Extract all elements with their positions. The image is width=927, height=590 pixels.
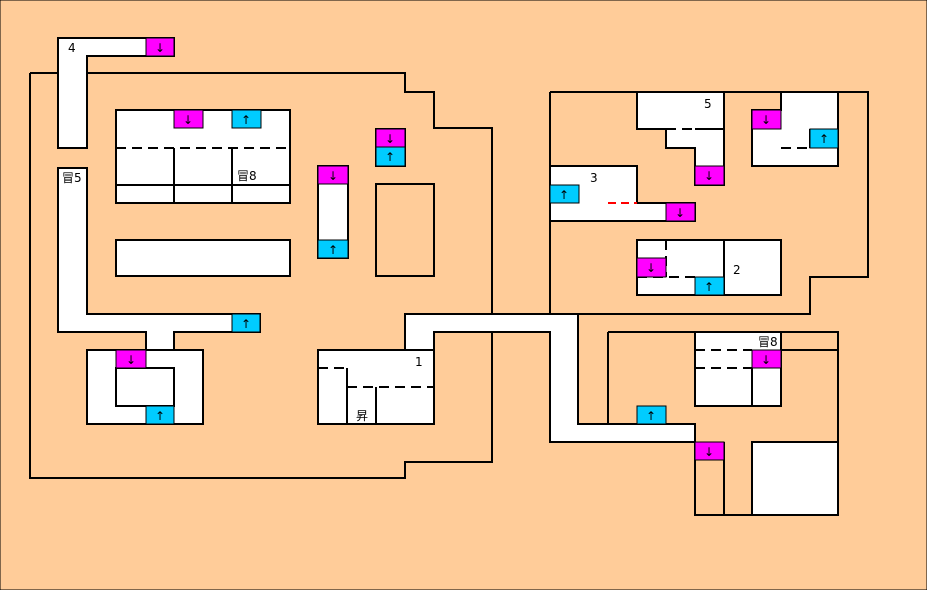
down-arrow-icon: ↓: [183, 113, 193, 127]
up-arrow-icon: ↑: [559, 188, 569, 202]
up-arrow-icon: ↑: [241, 113, 251, 127]
stairs-down-ne-small[interactable]: [751, 109, 782, 130]
up-arrow-icon: ↑: [241, 317, 251, 331]
stairs-up-ne-small[interactable]: [809, 128, 839, 149]
southeast-wall-east: [694, 349, 839, 516]
stairs-down-group: [115, 37, 782, 461]
stairs-down-ring-room[interactable]: [115, 349, 147, 369]
up-arrow-icon: ↑: [704, 280, 714, 294]
ring-room-inner: [115, 367, 175, 407]
inner-holes: [115, 183, 435, 407]
stairs-down-east-room[interactable]: [751, 349, 782, 369]
label-area-4: 4: [68, 41, 76, 55]
stairs-down-area4[interactable]: [145, 37, 175, 57]
stairs-down-area3[interactable]: [665, 202, 696, 222]
up-arrow-icon: ↑: [328, 243, 338, 257]
down-arrow-icon: ↓: [646, 261, 656, 275]
down-arrow-icon: ↓: [761, 113, 771, 127]
down-arrow-icon: ↓: [155, 41, 165, 55]
southeast-complex-wall: [608, 331, 839, 350]
up-arrow-icon: ↑: [646, 409, 656, 423]
floor-areas: [57, 37, 839, 516]
label-area-2: 2: [733, 263, 741, 277]
room-area-5: [636, 91, 725, 186]
stairs-up-group: [145, 109, 839, 425]
down-arrow-icon: ↓: [385, 132, 395, 146]
down-arrow-icon: ↓: [761, 353, 771, 367]
stairs-up-central-corridor[interactable]: [636, 405, 667, 425]
room-west-long: [115, 239, 291, 277]
up-arrow-icon: ↑: [385, 150, 395, 164]
inner-room-peach: [375, 183, 435, 277]
stairs-down-narrow-room[interactable]: [317, 165, 349, 185]
stairs-down-area5[interactable]: [694, 165, 725, 186]
down-arrow-icon: ↓: [704, 445, 714, 459]
room-southeast-large: [751, 441, 839, 516]
stairs-up-area2[interactable]: [694, 276, 725, 296]
stairs-down-southeast[interactable]: [694, 441, 725, 461]
stairs-up-west-corridor[interactable]: [231, 313, 261, 333]
down-arrow-icon: ↓: [126, 353, 136, 367]
label-rise: 昇: [356, 409, 368, 423]
arrow-glyphs: ↓ ↓ ↓ ↓ ↓ ↓ ↓ ↓ ↓ ↓ ↓ ↑ ↑ ↑ ↑ ↑ ↑ ↑ ↑ ↑: [126, 41, 829, 459]
up-arrow-icon: ↑: [155, 409, 165, 423]
stairs-up-narrow-room[interactable]: [317, 239, 349, 259]
label-treasure-5: 冒5: [62, 171, 82, 185]
label-treasure-8-west: 冒8: [237, 169, 257, 183]
stairs-up-ring-room[interactable]: [145, 405, 175, 425]
stairs-down-nw-block[interactable]: [173, 109, 204, 129]
label-treasure-8-east: 冒8: [758, 335, 778, 349]
stairs-up-stair-column[interactable]: [375, 146, 406, 167]
down-arrow-icon: ↓: [704, 169, 714, 183]
stairs-up-area3[interactable]: [549, 184, 580, 204]
room-east-treasure: [694, 331, 782, 407]
stairs-down-area2[interactable]: [636, 257, 667, 278]
down-arrow-icon: ↓: [328, 169, 338, 183]
label-area-3: 3: [590, 171, 598, 185]
label-area-5: 5: [704, 97, 712, 111]
west-complex-wall: [29, 72, 493, 479]
down-arrow-icon: ↓: [675, 206, 685, 220]
up-arrow-icon: ↑: [819, 132, 829, 146]
label-area-1: 1: [415, 355, 423, 369]
stairs-up-nw-block[interactable]: [231, 109, 262, 129]
map-labels: 4 冒5 冒8 1 昇 5 3 2 冒8: [62, 41, 778, 423]
